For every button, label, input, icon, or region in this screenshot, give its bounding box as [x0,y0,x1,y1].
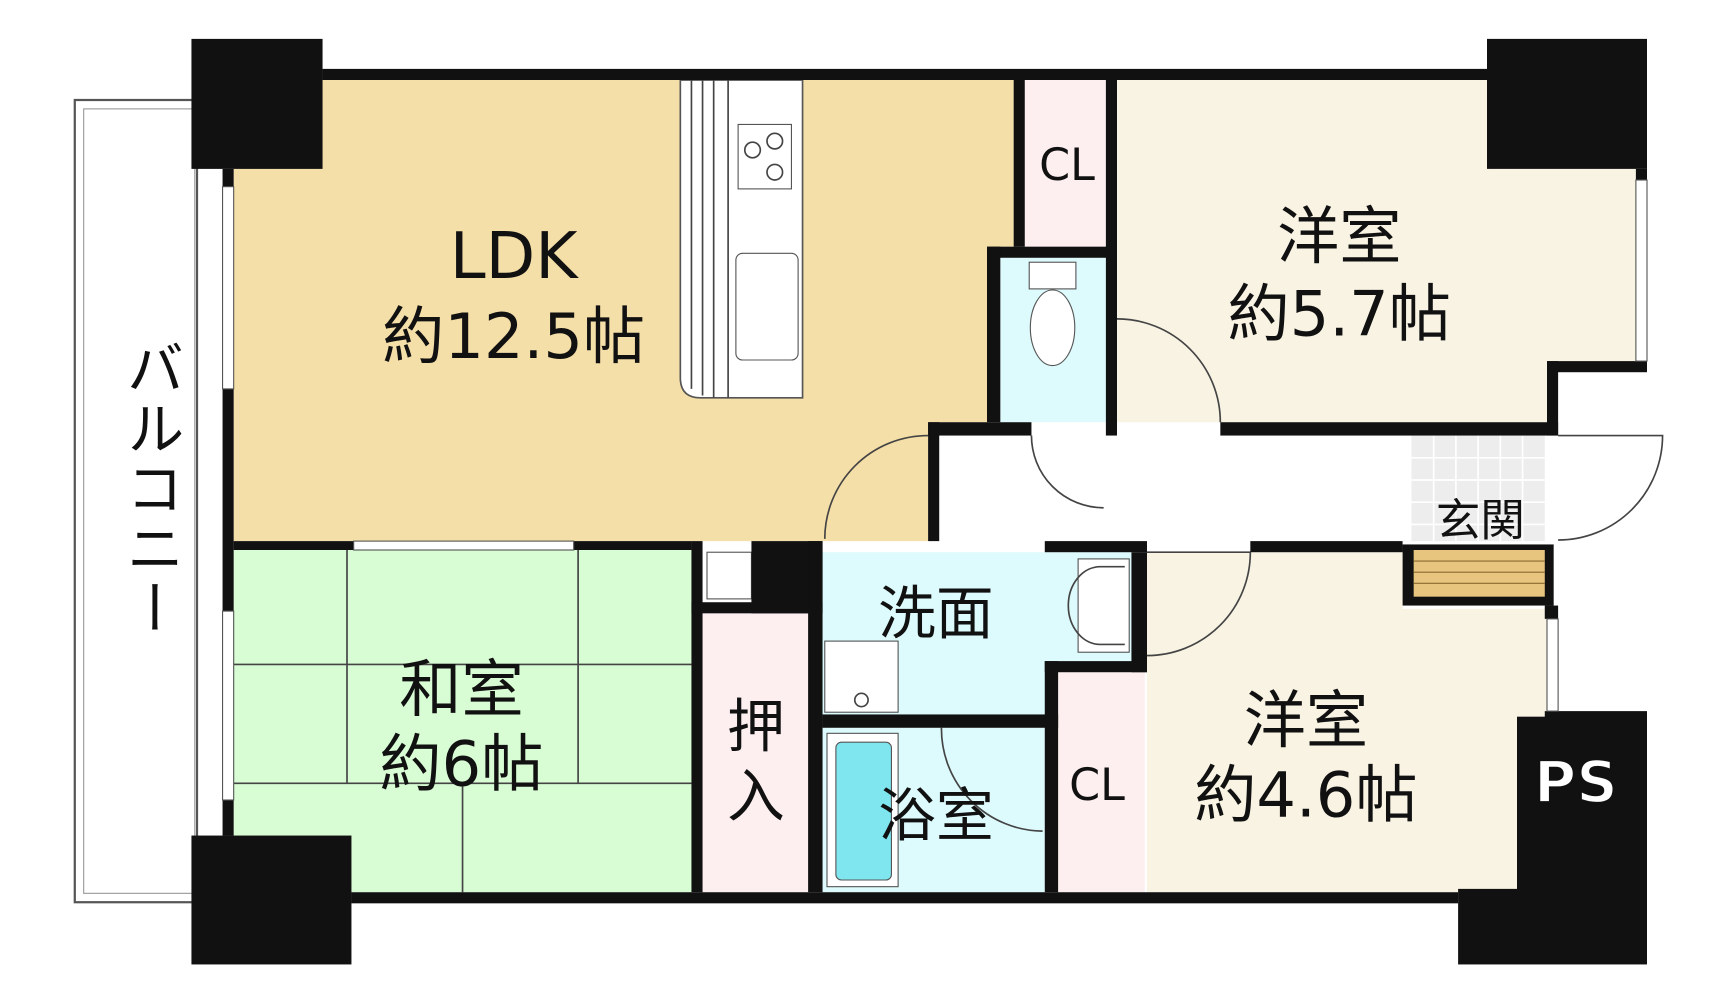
oshiire [702,613,809,893]
closet-top-label: CL [1039,140,1095,191]
ldk-name: LDK [450,219,580,294]
washroom-label: 洗面 [878,579,994,647]
western2-name: 洋室 [1244,684,1368,757]
room-japanese [233,550,692,893]
room-western-2 [1147,552,1547,893]
entrance-step [1413,550,1545,597]
kitchen-counter [679,79,804,399]
japanese-name: 和室 [399,653,523,726]
western1-name: 洋室 [1277,200,1401,273]
western2-size: 約4.6帖 [1194,759,1417,832]
room-ldk [233,80,1014,542]
oshiire-label-1: 押 [727,693,785,761]
pipe-space [1517,716,1647,895]
bathtub-icon [835,741,892,881]
bathroom-label: 浴室 [878,782,994,850]
entrance: 玄関 [1402,434,1664,606]
walls [191,38,1647,965]
closet-top [1024,80,1106,247]
oshiire-label-2: 入 [727,763,785,831]
ps-label: PS [1534,748,1618,816]
balcony [73,98,199,904]
toilet-icon [1029,289,1076,367]
western1-size: 約5.7帖 [1228,278,1451,351]
closet-bottom [1058,672,1145,893]
wash-basin-icon [1077,558,1130,653]
entrance-label: 玄関 [1436,496,1525,547]
windows [221,179,1648,801]
sink-icon [735,252,799,361]
japanese-size: 約6帖 [379,728,543,801]
balcony-label: バルコニー [116,339,184,639]
hallway [939,435,1401,542]
room-western-1 [1117,80,1636,423]
ldk-size: 約12.5帖 [382,300,645,373]
closet-bottom-label: CL [1069,760,1125,811]
